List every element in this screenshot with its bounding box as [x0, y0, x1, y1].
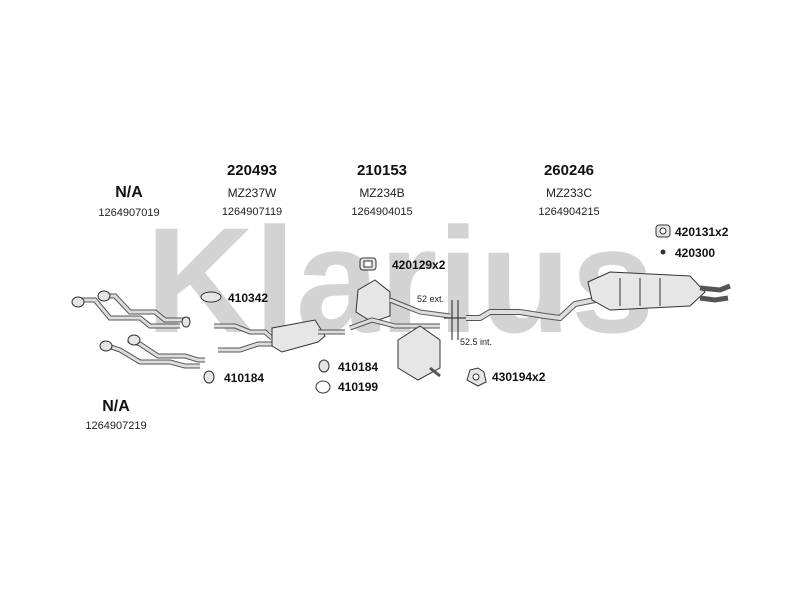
part-number-lower-left: N/A	[102, 398, 130, 415]
model-col4: MZ233C	[545, 186, 592, 200]
part-number-col2: 220493	[226, 162, 278, 179]
label-430194: 430194x2	[492, 370, 546, 384]
oe-number-col3: 1264904015	[351, 206, 413, 218]
gasket-410184-mid	[318, 359, 330, 373]
oe-number-col4: 1264904215	[538, 206, 600, 218]
label-420131: 420131x2	[675, 225, 729, 239]
front-silencer-210153	[349, 279, 451, 381]
watermark-text: Klarius	[146, 196, 655, 364]
label-410184-left: 410184	[224, 371, 265, 385]
hanger-420131	[655, 224, 671, 238]
label-420129: 420129x2	[392, 258, 446, 272]
dimension-ext: 52 ext.	[417, 294, 445, 304]
part-number-col4: 260246	[543, 162, 595, 179]
rear-silencer-260246	[587, 271, 731, 311]
model-col3: MZ234B	[359, 186, 405, 200]
downpipe-upper	[71, 290, 191, 329]
hanger-420129	[359, 257, 377, 271]
part-number-col1: N/A	[115, 184, 143, 201]
downpipe-lower	[99, 334, 205, 369]
ring-410199	[315, 380, 331, 394]
gasket-410342	[200, 291, 222, 303]
label-410342: 410342	[228, 291, 269, 305]
model-col2: MZ237W	[227, 186, 277, 200]
catalyst-220493	[214, 319, 345, 353]
label-410184-mid: 410184	[338, 360, 379, 374]
hanger-420300	[660, 249, 666, 255]
clamp-430194	[466, 367, 487, 387]
label-420300: 420300	[675, 246, 716, 260]
dimension-int: 52.5 int.	[460, 337, 493, 347]
gasket-410184-left	[203, 370, 215, 384]
label-410199: 410199	[338, 380, 379, 394]
part-number-col3: 210153	[356, 162, 408, 179]
oe-number-lower-left: 1264907219	[85, 420, 147, 432]
oe-number-col2: 1264907119	[221, 206, 283, 218]
oe-number-col1: 1264907019	[98, 207, 160, 219]
